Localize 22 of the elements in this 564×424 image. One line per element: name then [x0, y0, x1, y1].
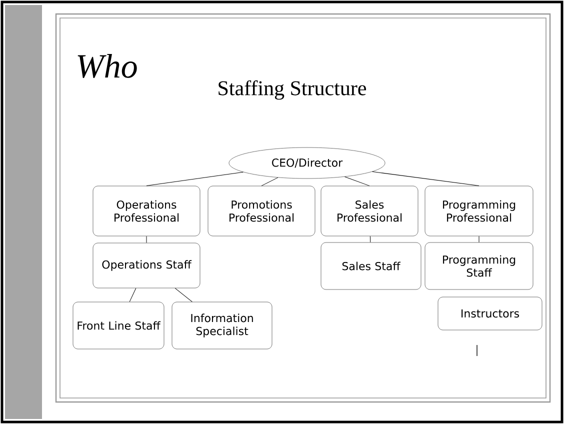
connector-line	[146, 236, 147, 244]
connector-line	[129, 288, 136, 302]
connector-line	[344, 176, 370, 186]
connector-line	[372, 171, 480, 186]
connector-line	[370, 236, 371, 243]
org-box: Promotions Professional	[208, 186, 316, 236]
connector-line	[174, 288, 192, 302]
connector-line	[478, 236, 480, 243]
subtitle: Staffing Structure	[218, 80, 366, 100]
org-box: Instructors	[438, 296, 542, 330]
org-box: Operations Professional	[92, 186, 200, 236]
org-box: Sales Staff	[320, 242, 422, 290]
org-box: Operations Staff	[92, 242, 200, 288]
org-box: Programming Staff	[424, 242, 534, 290]
org-box: Programming Professional	[424, 186, 534, 236]
org-box: Front Line Staff	[72, 302, 164, 350]
org-box: Sales Professional	[320, 186, 418, 236]
ellipse-node: CEO/Director	[228, 147, 386, 179]
connector-line	[261, 177, 278, 186]
org-box: Information Specialist	[172, 302, 272, 350]
title: Who	[78, 54, 137, 78]
connector-line	[146, 172, 244, 186]
